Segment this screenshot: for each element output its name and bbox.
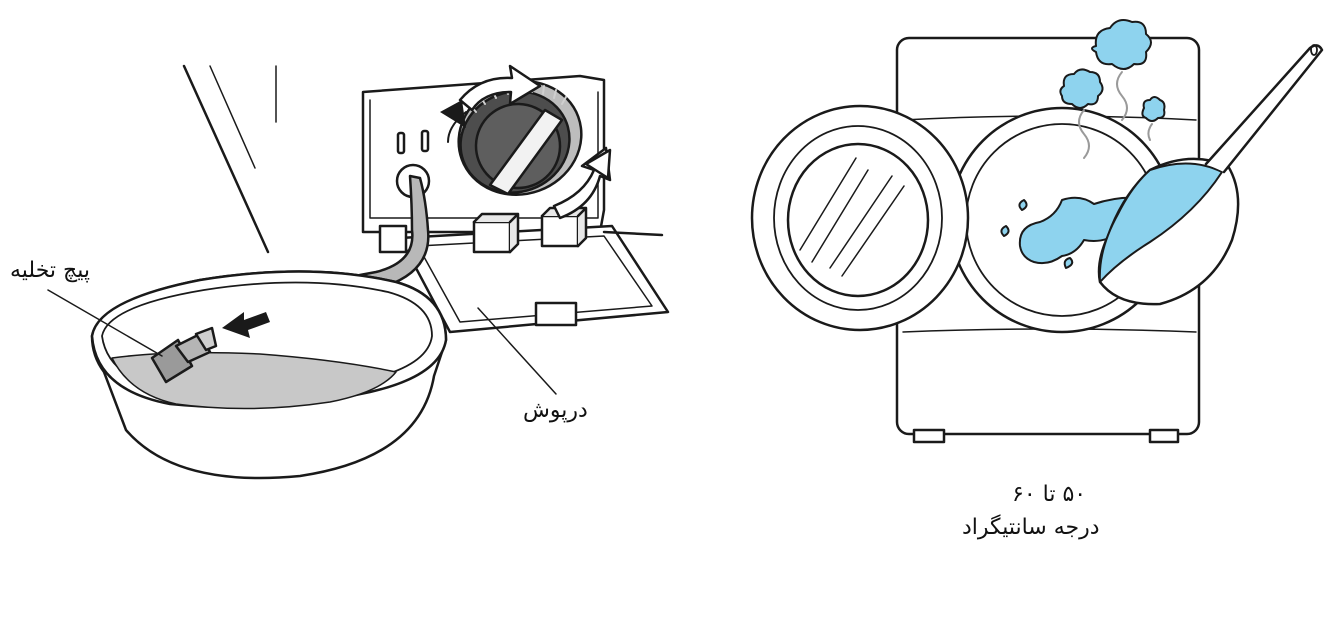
washing-machine-illustration: [750, 19, 1324, 444]
drain-procedure-illustration: [47, 64, 670, 480]
machine-body-edge: [182, 64, 277, 254]
rotate-arrow-heads: [440, 100, 612, 180]
cover-leader: [477, 307, 557, 395]
filter-knob: [457, 80, 583, 196]
cover-lid: [378, 206, 670, 334]
steam-icon: [1059, 19, 1166, 122]
temperature-unit-label: درجه سانتیگراد: [962, 515, 1100, 540]
cooking-pot: [1097, 44, 1324, 306]
drain-plug: [150, 326, 218, 384]
basin: [90, 270, 448, 480]
drain-plug-leader: [47, 289, 163, 357]
steam-trails: [1078, 71, 1153, 159]
temperature-range-label: ۵۰ تا ۶۰: [1012, 482, 1087, 507]
arrow-left-icon: [222, 312, 270, 338]
cover-label: درپوش: [523, 398, 588, 423]
drain-plug-label: پیچ تخلیه: [10, 258, 90, 283]
machine-door: [750, 104, 970, 332]
